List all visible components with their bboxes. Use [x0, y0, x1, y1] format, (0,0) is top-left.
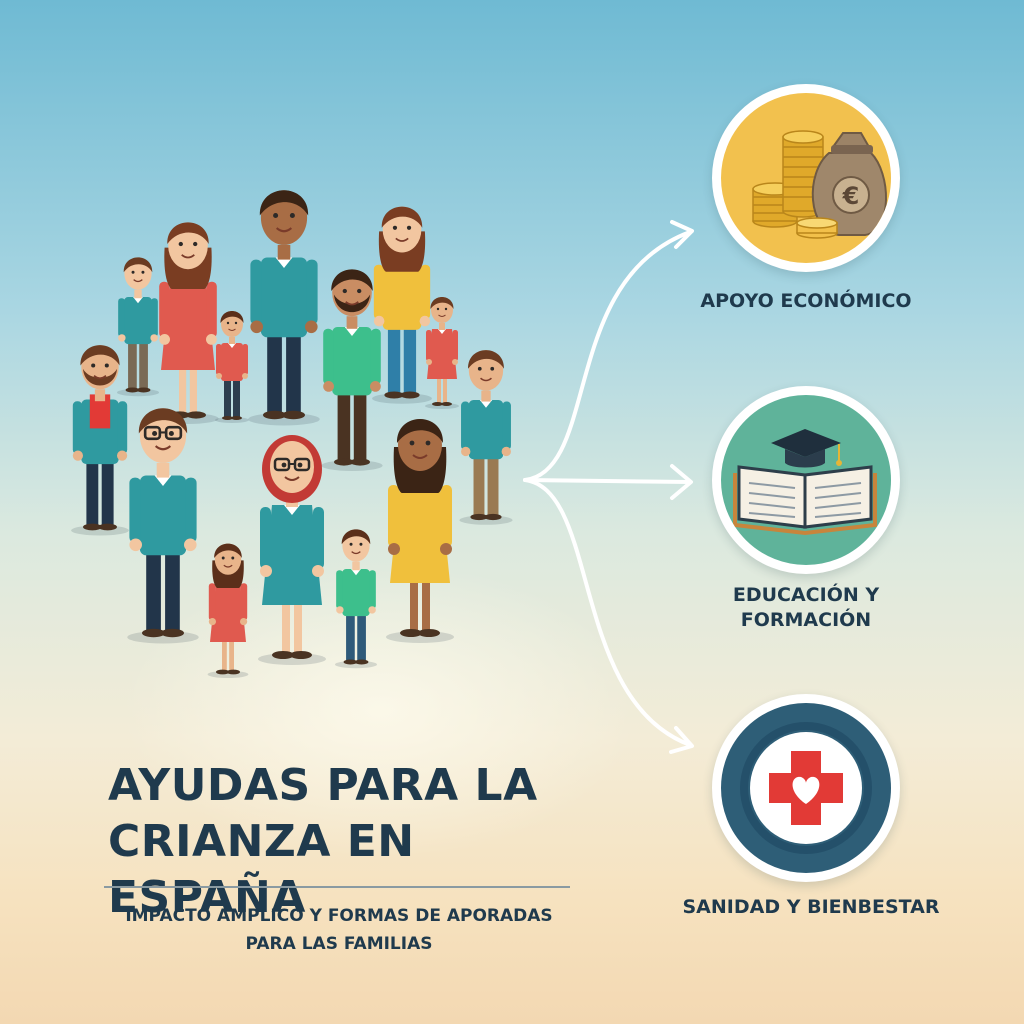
- label-line: EDUCACIÓN Y: [732, 584, 880, 606]
- label-line: SANIDAD Y BIENBESTAR: [682, 896, 940, 918]
- medical-cross-heart-icon: [740, 722, 872, 854]
- person-figure: [334, 529, 378, 669]
- person-figure: [157, 222, 219, 424]
- person-figure: [248, 190, 320, 426]
- economic-support-label: APOYO ECONÓMICO: [676, 289, 936, 314]
- person-figure: [215, 311, 249, 423]
- education-circle: [712, 386, 900, 574]
- person-figure: [258, 435, 326, 665]
- arrowhead-health: [669, 726, 694, 754]
- main-title: AYUDAS PARA LA CRIANZA EN ESPAÑA: [108, 758, 588, 926]
- arrowhead-education: [670, 464, 693, 500]
- person-figure: [71, 345, 129, 536]
- label-line: FORMACIÓN: [740, 609, 872, 631]
- book-graduation-cap-icon: [733, 429, 877, 536]
- education-label: EDUCACIÓN Y FORMACIÓN: [676, 583, 936, 633]
- health-circle: [712, 694, 900, 882]
- arrow-to-education: [523, 478, 692, 484]
- person-figure: [207, 543, 249, 678]
- person-figure: [425, 297, 459, 409]
- person-figure: [459, 350, 513, 525]
- person-figure: [127, 408, 199, 644]
- arrow-to-health: [523, 478, 692, 747]
- subtitle: IMPACTO AMPLICO Y FORMAS DE APORADAS PAR…: [104, 902, 574, 958]
- money-bag-euro-coins-icon: €: [752, 130, 887, 239]
- health-label: SANIDAD Y BIENBESTAR: [681, 895, 941, 920]
- subtitle-line: IMPACTO AMPLICO Y FORMAS DE APORADAS: [125, 906, 553, 926]
- economic-support-circle: €: [712, 84, 900, 272]
- svg-text:€: €: [842, 182, 860, 210]
- person-figure: [372, 206, 432, 404]
- arrow-to-economic: [523, 230, 692, 482]
- title-divider: [104, 886, 570, 888]
- arrowhead-economic: [670, 220, 694, 249]
- subtitle-line: PARA LAS FAMILIAS: [245, 934, 433, 954]
- title-line: AYUDAS PARA LA: [108, 760, 538, 811]
- person-figure: [386, 419, 454, 643]
- person-figure: [321, 269, 383, 471]
- label-line: APOYO ECONÓMICO: [700, 290, 912, 312]
- title-line: CRIANZA EN ESPAÑA: [108, 816, 415, 923]
- person-figure: [116, 257, 160, 397]
